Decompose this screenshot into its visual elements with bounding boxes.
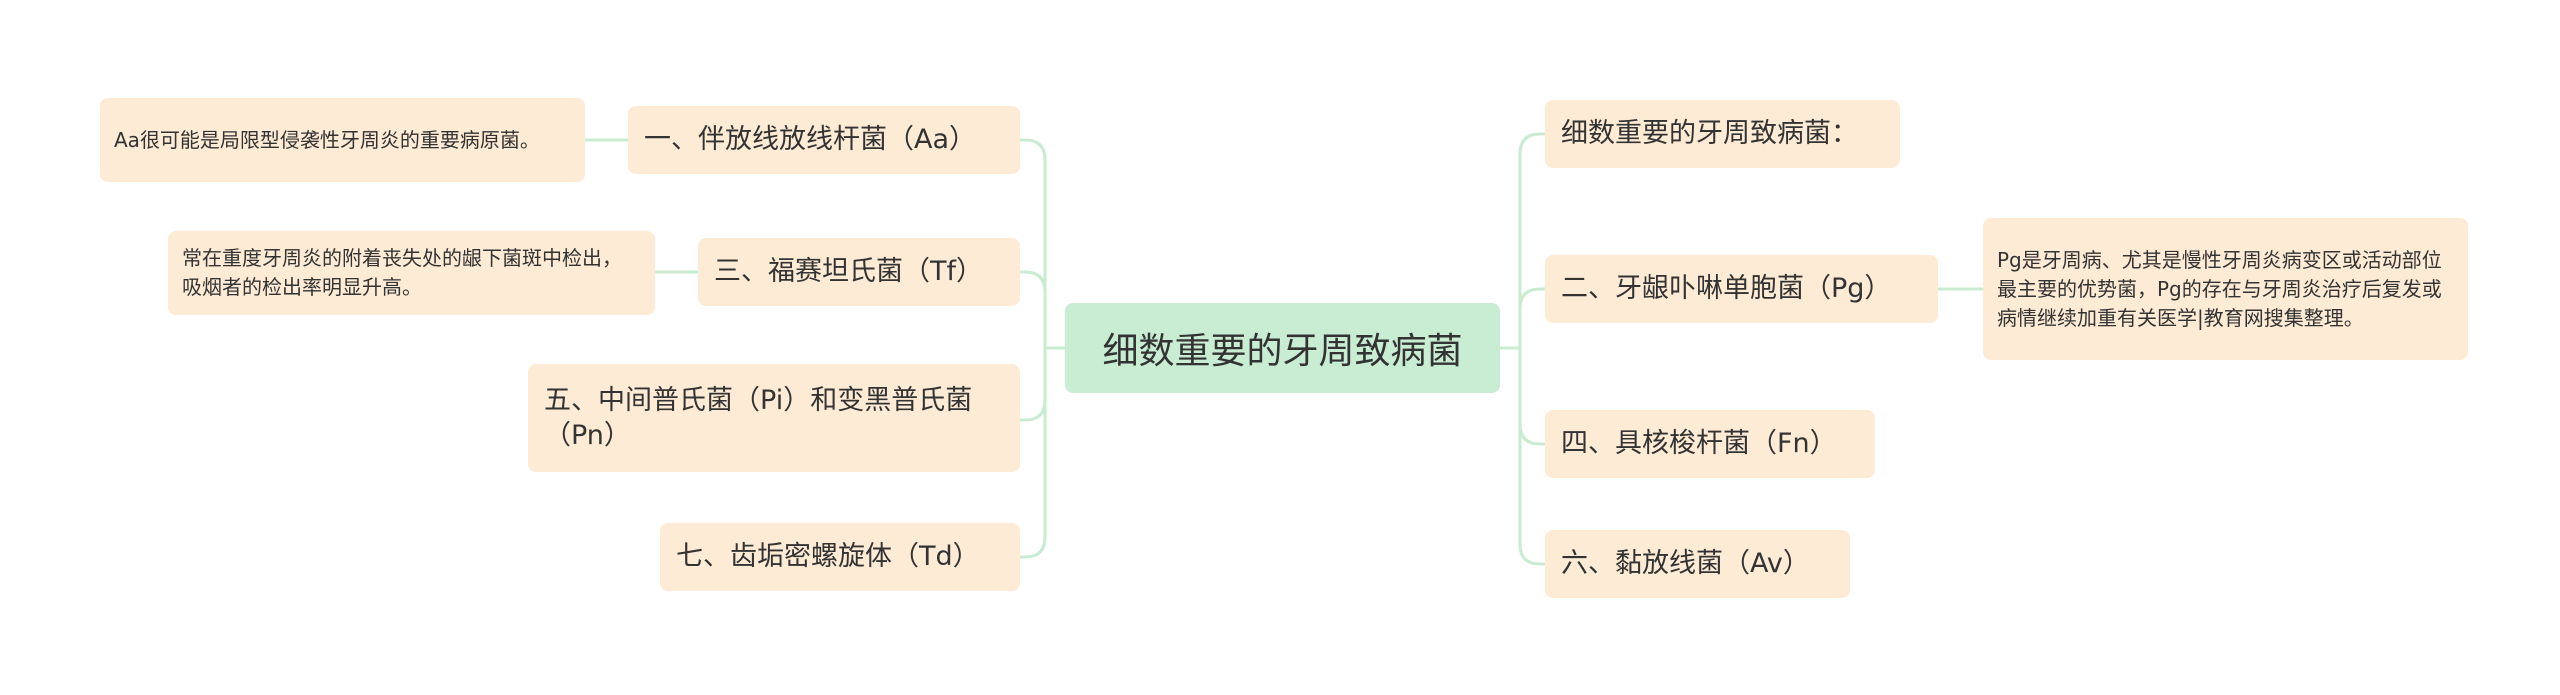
note-pg[interactable]: Pg是牙周病、尤其是慢性牙周炎病变区或活动部位最主要的优势菌，Pg的存在与牙周炎… <box>1983 218 2468 360</box>
connector-to-right-branch-0 <box>1518 132 1545 348</box>
branch-label: 一、伴放线放线杆菌（Aa） <box>644 124 977 156</box>
connector-to-left-branch-5 <box>1020 348 1047 422</box>
note-aa[interactable]: Aa很可能是局限型侵袭性牙周炎的重要病原菌。 <box>100 98 585 182</box>
root-topic-label: 细数重要的牙周致病菌 <box>1102 331 1463 372</box>
connector-to-left-branch-7 <box>1020 348 1047 559</box>
branch-label: 七、齿垢密螺旋体（Td） <box>676 541 980 573</box>
left-branch-td[interactable]: 七、齿垢密螺旋体（Td） <box>660 523 1020 591</box>
branch-label: 细数重要的牙周致病菌： <box>1561 118 1858 150</box>
connector-to-left-branch-1 <box>1020 138 1047 348</box>
connector-to-left-branch-3 <box>1020 270 1047 348</box>
branch-label: 三、福赛坦氏菌（Tf） <box>714 256 983 288</box>
branch-label: 六、黏放线菌（Av） <box>1561 548 1810 580</box>
right-branch-pg[interactable]: 二、牙龈卟啉单胞菌（Pg） <box>1545 255 1938 323</box>
right-branch-av[interactable]: 六、黏放线菌（Av） <box>1545 530 1850 598</box>
right-branch-intro[interactable]: 细数重要的牙周致病菌： <box>1545 100 1900 168</box>
note-text: Pg是牙周病、尤其是慢性牙周炎病变区或活动部位最主要的优势菌，Pg的存在与牙周炎… <box>1997 247 2442 330</box>
note-text: Aa很可能是局限型侵袭性牙周炎的重要病原菌。 <box>114 127 540 152</box>
left-branch-aa[interactable]: 一、伴放线放线杆菌（Aa） <box>628 106 1020 174</box>
note-text: 常在重度牙周炎的附着丧失处的龈下菌斑中检出，吸烟者的检出率明显升高。 <box>182 246 622 299</box>
left-branch-pi-pn[interactable]: 五、中间普氏菌（Pi）和变黑普氏菌（Pn） <box>528 364 1020 472</box>
branch-label: 四、具核梭杆菌（Fn） <box>1561 428 1837 460</box>
connector-to-right-branch-4 <box>1518 348 1545 446</box>
right-branch-fn[interactable]: 四、具核梭杆菌（Fn） <box>1545 410 1875 478</box>
connector-to-right-branch-2 <box>1518 287 1545 348</box>
note-tf[interactable]: 常在重度牙周炎的附着丧失处的龈下菌斑中检出，吸烟者的检出率明显升高。 <box>168 231 655 315</box>
root-topic[interactable]: 细数重要的牙周致病菌 <box>1065 303 1500 393</box>
connector-to-right-branch-6 <box>1518 348 1545 566</box>
left-branch-tf[interactable]: 三、福赛坦氏菌（Tf） <box>698 238 1020 306</box>
branch-label: 二、牙龈卟啉单胞菌（Pg） <box>1561 273 1892 305</box>
branch-label: 五、中间普氏菌（Pi）和变黑普氏菌（Pn） <box>544 384 973 451</box>
